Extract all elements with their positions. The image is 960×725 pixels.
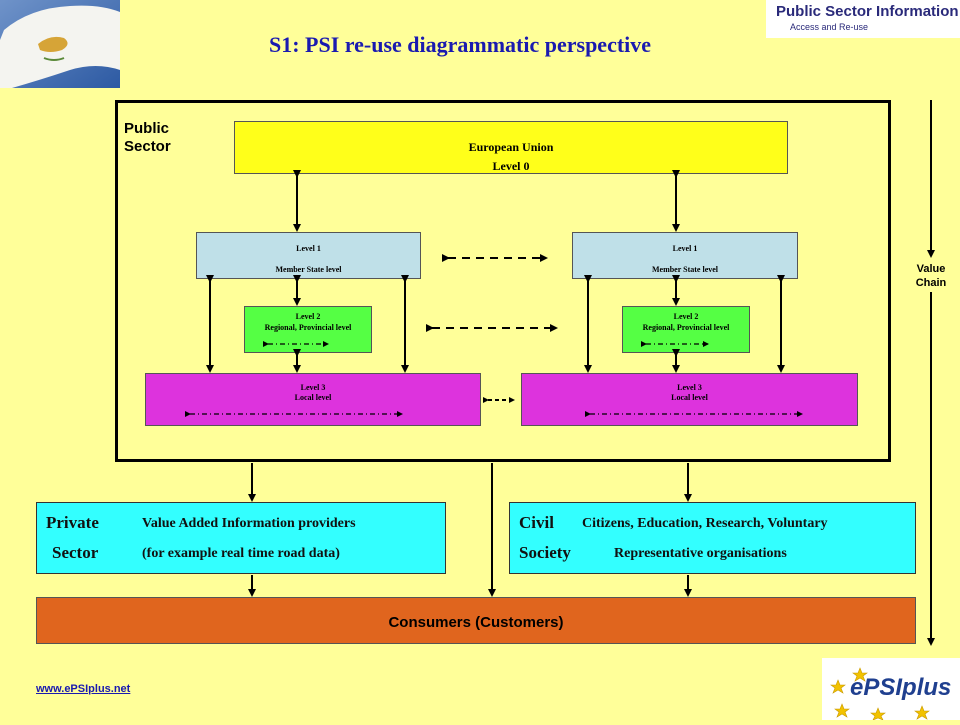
level2-right-line2: Regional, Provincial level <box>642 323 730 332</box>
private-sector-desc-1: Value Added Information providers <box>142 516 356 531</box>
epsiplus-stars-icon <box>830 667 930 721</box>
epsiplus-logo-text: ePSIplus <box>850 674 952 701</box>
eu-box-line2: Level 0 <box>492 159 530 173</box>
level3-left-line2: Local level <box>294 393 332 402</box>
level2-right-line1: Level 2 <box>673 312 699 321</box>
consumers-box: Consumers (Customers) <box>36 597 916 644</box>
level1-box-right: Level 1 Member State level <box>572 232 798 279</box>
level2-left-line1: Level 2 <box>295 312 321 321</box>
level1-right-line2: Member State level <box>651 265 719 274</box>
level1-left-line1: Level 1 <box>296 244 321 253</box>
private-sector-label-2: Sector <box>52 543 99 562</box>
public-sector-label: Public Sector <box>124 120 186 156</box>
private-sector-box: Private Sector Value Added Information p… <box>36 502 446 574</box>
eu-box-line1: European Union <box>468 140 554 154</box>
civil-society-desc-2: Representative organisations <box>614 546 787 561</box>
epsiplus-website-link[interactable]: www.ePSIplus.net <box>36 683 131 695</box>
epsiplus-logo: ePSIplus <box>822 658 960 721</box>
level1-box-left: Level 1 Member State level <box>196 232 421 279</box>
cyprus-flag-image <box>0 0 120 88</box>
civil-society-desc-1: Citizens, Education, Research, Voluntary <box>582 516 828 531</box>
private-sector-label-1: Private <box>46 513 99 532</box>
level2-left-line2: Regional, Provincial level <box>264 323 352 332</box>
level2-box-right: Level 2 Regional, Provincial level <box>622 306 750 353</box>
level3-left-line1: Level 3 <box>300 383 326 392</box>
public-sector-frame <box>115 100 891 462</box>
value-chain-label: Value Chain <box>908 262 954 290</box>
level1-right-line1: Level 1 <box>672 244 698 253</box>
value-chain-text: Value Chain <box>915 263 947 289</box>
civil-society-label-1: Civil <box>519 513 554 532</box>
level3-box-right: Level 3 Local level <box>521 373 858 426</box>
private-sector-desc-2: (for example real time road data) <box>142 546 340 561</box>
eu-level0-box: European Union Level 0 <box>234 121 788 174</box>
civil-society-box: Civil Society Citizens, Education, Resea… <box>509 502 916 574</box>
level1-left-line2: Member State level <box>275 265 342 274</box>
consumers-label: Consumers (Customers) <box>388 614 564 631</box>
level3-box-left: Level 3 Local level <box>145 373 481 426</box>
public-sector-label-text: Public Sector <box>124 120 171 155</box>
civil-society-label-2: Society <box>519 543 571 562</box>
page-title: S1: PSI re-use diagrammatic perspective <box>268 32 652 57</box>
psi-logo: Public Sector Information Access and Re-… <box>766 0 960 38</box>
level2-box-left: Level 2 Regional, Provincial level <box>244 306 372 353</box>
level3-right-line2: Local level <box>671 393 708 402</box>
psi-logo-title: Public Sector Information <box>776 3 959 20</box>
psi-logo-subtitle: Access and Re-use <box>790 22 869 32</box>
level3-right-line1: Level 3 <box>677 383 702 392</box>
